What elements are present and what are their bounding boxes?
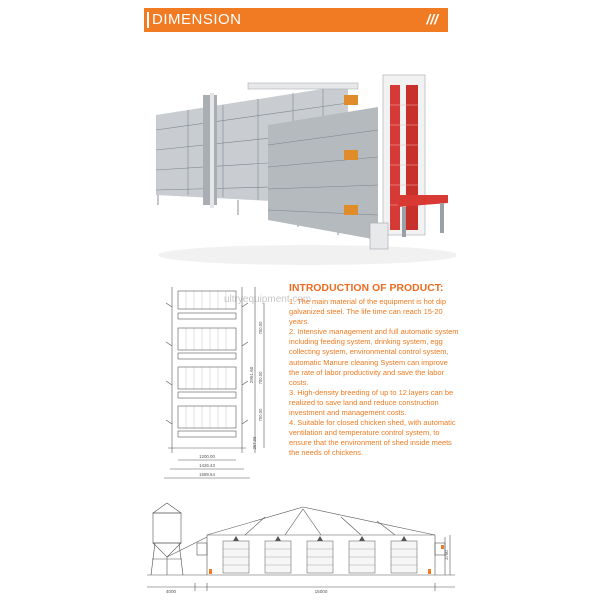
dim-base: 267.06 bbox=[252, 436, 257, 449]
dim-mid: 700.00 bbox=[258, 371, 263, 384]
product-photo bbox=[155, 74, 456, 265]
banner-title: DIMENSION bbox=[152, 11, 242, 28]
watermark: ultryequipment.com bbox=[224, 294, 312, 305]
introduction-title: INTRODUCTION OF PRODUCT: bbox=[289, 283, 444, 294]
introduction-section: INTRODUCTION OF PRODUCT: 1. The main mat… bbox=[289, 283, 459, 459]
introduction-body: 1. The main material of the equipment is… bbox=[289, 297, 459, 459]
intro-paragraph-1: 1. The main material of the equipment is… bbox=[289, 297, 446, 327]
dim-span: 15000 bbox=[315, 589, 328, 594]
banner-ornament: /// bbox=[426, 11, 438, 27]
intro-paragraph-3: 3. High-density breeding of up to 12 lay… bbox=[289, 387, 454, 418]
dim-width-1: 1200.00 bbox=[199, 454, 215, 459]
intro-paragraph-2: 2. Intensive management and full automat… bbox=[289, 327, 459, 387]
dim-height: 3760 bbox=[444, 550, 449, 560]
dim-width-2: 1426.43 bbox=[199, 463, 215, 468]
dim-left: 4000 bbox=[166, 589, 177, 594]
front-view-drawing: 2951.60 700.00 700.00 700.00 267.06 1200… bbox=[164, 287, 265, 479]
shed-cross-section-drawing: 4000 15000 3760 bbox=[147, 502, 455, 594]
intro-paragraph-4: 4. Suitable for closed chicken shed, wit… bbox=[289, 418, 456, 458]
banner-tick bbox=[147, 12, 149, 28]
dim-width-3: 1589.54 bbox=[199, 472, 215, 477]
dim-upper: 700.00 bbox=[258, 321, 263, 334]
section-banner: DIMENSION /// bbox=[144, 8, 448, 32]
dim-lower: 700.00 bbox=[258, 408, 263, 421]
dim-total-height: 2951.60 bbox=[249, 366, 254, 383]
